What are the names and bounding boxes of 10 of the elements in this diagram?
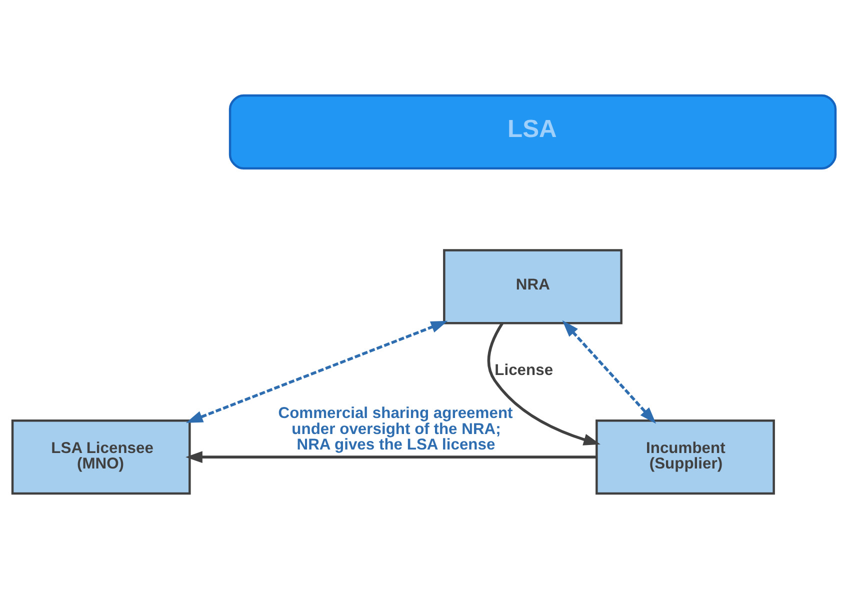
node-box: LSA Licensee (MNO) [11,420,191,495]
node-box: Incumbent (Supplier) [596,420,775,495]
node-box: LSA [228,94,837,170]
edge-label: Commercial sharing agreement under oversight of the NRA; NRA gives the LSA license [278,405,513,454]
node-box: NRA [443,249,622,324]
edge-label: License [494,362,554,379]
arrow [186,320,448,423]
arrow [562,320,656,424]
arrow [186,451,597,463]
arrow [487,322,600,446]
